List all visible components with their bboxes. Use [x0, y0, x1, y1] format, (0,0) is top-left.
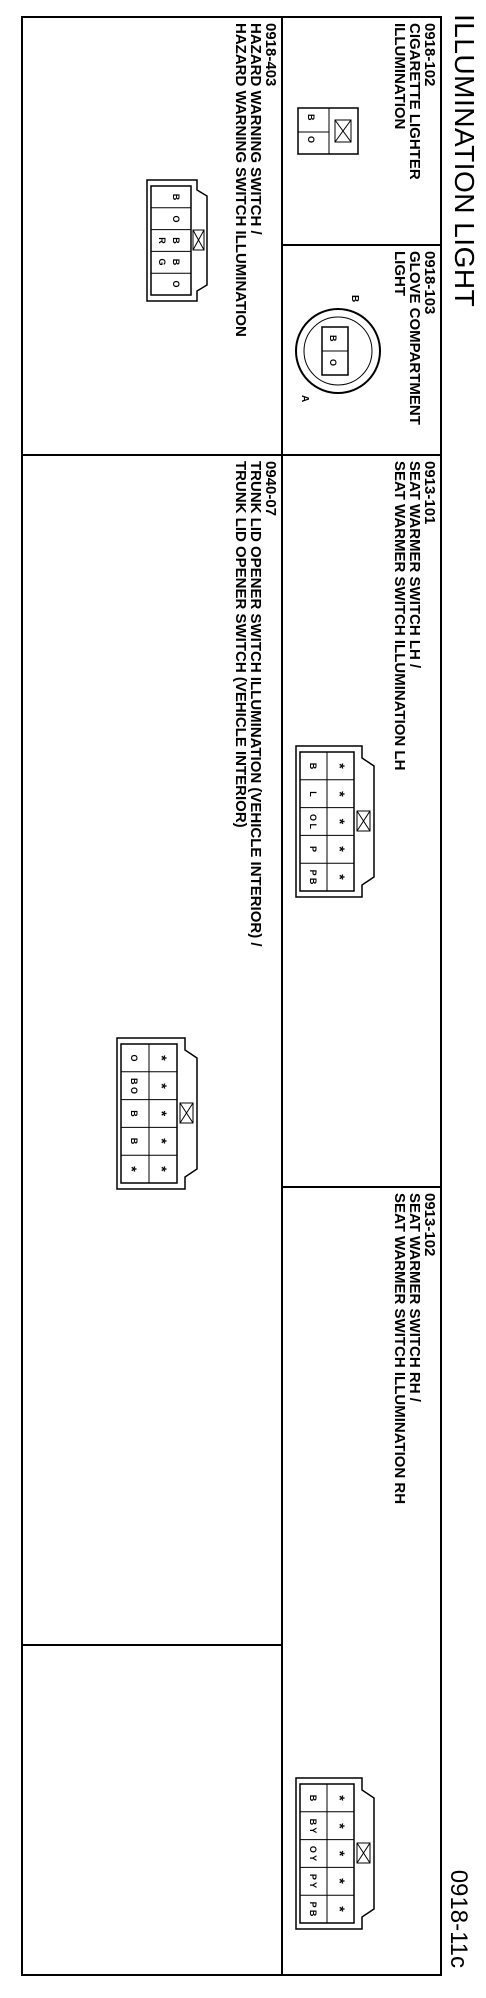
pin-label: * [332, 1851, 348, 1857]
round-connector-icon: B O B A [295, 295, 381, 402]
connector-cell-0918-403: 0918-403 HAZARD WARNING SWITCH / HAZARD … [23, 18, 281, 456]
connector-cell-0913-101: 0913-101 SEAT WARMER SWITCH LH / SEAT WA… [281, 456, 440, 1188]
pin-label: P [308, 846, 318, 852]
pin-label: B [129, 1138, 139, 1145]
pin-label: O [171, 280, 181, 287]
connector-code: 0918-103 [421, 251, 438, 315]
pin-label: O [328, 359, 338, 366]
pin-label: * [332, 1823, 348, 1829]
pin-label: * [154, 1166, 170, 1172]
ten-pin-connector-icon: * * * * * B L O L P P B [295, 745, 375, 898]
pin-label: * [332, 791, 348, 797]
connector-code: 0918-102 [421, 23, 438, 87]
side-label: B [349, 295, 360, 302]
connector-desc-line: GLOVE COMPARTMENT [406, 251, 423, 425]
connector-desc-line: SEAT WARMER SWITCH RH / [406, 1193, 423, 1402]
two-pin-connector-icon: B O [297, 107, 359, 155]
pin-label: * [332, 819, 348, 825]
pin-label: O [129, 1054, 139, 1061]
pin-label: * [332, 1795, 348, 1801]
pin-label: B Y [308, 1819, 318, 1834]
pin-label: B O [129, 1078, 139, 1094]
pin-label: * [332, 1906, 348, 1912]
connector-grid: 0918-102 CIGARETTE LIGHTER ILLUMINATION … [21, 16, 442, 1976]
connector-desc-line: TRUNK LID OPENER SWITCH ILLUMINATION (VE… [247, 461, 264, 947]
connector-code: 0913-101 [421, 461, 438, 525]
pin-label: O L [308, 814, 318, 830]
pin-label: * [154, 1111, 170, 1117]
pin-label: B [171, 237, 181, 244]
side-label: A [299, 395, 310, 402]
connector-desc-line: HAZARD WARNING SWITCH ILLUMINATION [232, 23, 249, 337]
pin-label: P Y [308, 1874, 318, 1888]
page-title: ILLUMINATION LIGHT [449, 14, 480, 308]
connector-cell-0918-103: 0918-103 GLOVE COMPARTMENT LIGHT B O B A [281, 246, 440, 456]
pin-label: G [157, 258, 167, 265]
ten-pin-connector-icon: * * * * * O B O B B * [116, 1037, 198, 1190]
pin-label: B [308, 763, 318, 770]
pin-label: * [332, 763, 348, 769]
pin-label: B [308, 1795, 318, 1802]
pin-label: O Y [308, 1846, 318, 1861]
pin-label: P B [308, 870, 318, 885]
pin-label: P B [308, 1902, 318, 1917]
five-pin-connector-icon: B O B B O R G [146, 179, 208, 302]
pin-label: B [328, 335, 338, 342]
pin-label: * [124, 1166, 140, 1172]
connector-code: 0918-403 [262, 23, 279, 87]
connector-desc-line: SEAT WARMER SWITCH ILLUMINATION LH [391, 461, 408, 771]
connector-cell-0918-102: 0918-102 CIGARETTE LIGHTER ILLUMINATION … [281, 18, 440, 246]
page-id: 0918-11c [445, 1869, 472, 1968]
pin-label: * [154, 1138, 170, 1144]
connector-desc-line: SEAT WARMER SWITCH ILLUMINATION RH [391, 1193, 408, 1505]
pin-label: * [332, 846, 348, 852]
ten-pin-connector-icon: * * * * * B B Y O Y P Y P B [295, 1777, 375, 1930]
pin-label: * [332, 874, 348, 880]
pin-label: B [306, 114, 316, 121]
connector-desc-line: TRUNK LID OPENER SWITCH (VEHICLE INTERIO… [232, 461, 249, 828]
pin-label: * [332, 1878, 348, 1884]
pin-label: B [171, 194, 181, 201]
connector-desc-line: LIGHT [391, 251, 408, 296]
connector-code: 0913-102 [421, 1193, 438, 1257]
pin-label: R [157, 237, 167, 244]
empty-cell [23, 1646, 281, 1974]
pin-label: O [171, 215, 181, 222]
connector-desc-line: SEAT WARMER SWITCH LH / [406, 461, 423, 669]
pin-label: B [129, 1110, 139, 1117]
connector-cell-0940-07: 0940-07 TRUNK LID OPENER SWITCH ILLUMINA… [23, 456, 281, 1646]
pin-label: O [306, 136, 316, 143]
pin-label: * [154, 1055, 170, 1061]
pin-label: * [154, 1083, 170, 1089]
connector-desc-line: HAZARD WARNING SWITCH / [247, 23, 264, 235]
connector-desc-line: CIGARETTE LIGHTER [406, 23, 423, 180]
pin-label: L [308, 791, 318, 797]
pin-label: B [171, 259, 181, 266]
connector-code: 0940-07 [262, 461, 279, 517]
connector-cell-0913-102: 0913-102 SEAT WARMER SWITCH RH / SEAT WA… [281, 1188, 440, 1974]
connector-desc-line: ILLUMINATION [391, 23, 408, 130]
